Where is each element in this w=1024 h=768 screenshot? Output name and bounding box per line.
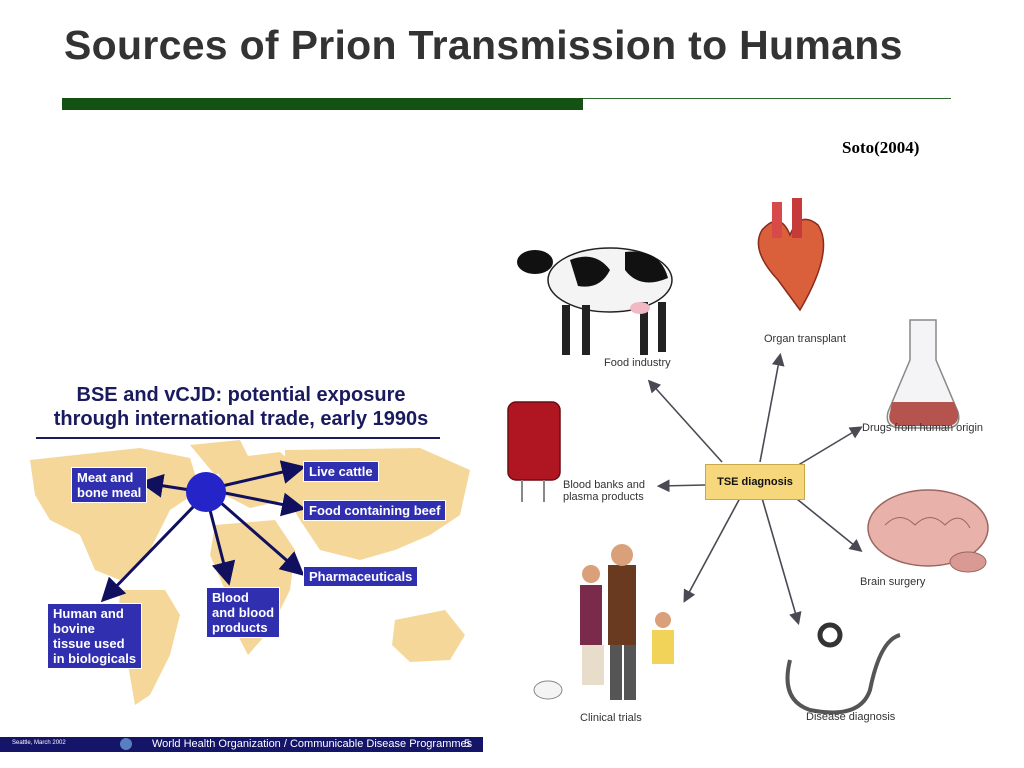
arrow-to-meat <box>139 473 191 498</box>
heart-illustration <box>757 198 825 312</box>
tse-label-food: Food industry <box>604 357 671 369</box>
tse-label-brain: Brain surgery <box>860 576 926 588</box>
title-underline-thick <box>62 98 583 110</box>
label-live-cattle: Live cattle <box>303 461 379 482</box>
title-underline-thin <box>583 98 951 99</box>
arrow-to-blood <box>208 509 236 586</box>
bse-title-line2: through international trade, early 1990s <box>53 408 429 430</box>
tse-label-disease: Disease diagnosis <box>806 711 896 723</box>
blood-bag-illustration <box>507 401 561 502</box>
slide-footer: Seattle, March 2002 World Health Organiz… <box>0 737 483 752</box>
arrow-to-pharma <box>219 500 305 576</box>
tse-label-blood: Blood banks and plasma products <box>563 479 645 503</box>
footer-page-number: 5 <box>464 738 471 750</box>
tse-diagram <box>507 198 989 715</box>
stethoscope-illustration <box>785 622 901 715</box>
arrow-to-cattle <box>221 460 306 488</box>
label-meat-bone-meal: Meat and bone meal <box>71 467 148 503</box>
cow-illustration <box>517 247 673 355</box>
tse-arrow-food <box>647 379 723 463</box>
bse-title-line1: BSE and vCJD: potential exposure <box>76 384 406 406</box>
bse-title-rule <box>36 437 440 439</box>
citation: Soto(2004) <box>842 138 920 157</box>
tse-label-clinical: Clinical trials <box>580 712 642 724</box>
tse-diagnosis-box: TSE diagnosis <box>705 464 805 500</box>
map-australia <box>392 610 465 662</box>
label-human-bovine-tissue: Human and bovine tissue used in biologic… <box>47 603 143 669</box>
footer-organization: World Health Organization / Communicable… <box>152 738 473 750</box>
source-hub <box>186 472 226 512</box>
flask-illustration <box>886 319 960 429</box>
tse-label-drugs: Drugs from human origin <box>862 422 984 434</box>
who-logo-icon <box>120 738 132 750</box>
tse-arrow-brain <box>791 494 863 553</box>
label-pharmaceuticals: Pharmaceuticals <box>303 566 419 587</box>
tse-arrow-disease <box>761 497 802 626</box>
tse-arrow-clinical <box>683 497 741 603</box>
brain-illustration <box>867 489 989 573</box>
tse-label-organ: Organ transplant <box>764 333 846 345</box>
label-food-containing-beef: Food containing beef <box>303 500 447 521</box>
label-blood-products: Blood and blood products <box>206 587 281 638</box>
bse-figure-title: BSE and vCJD: potential exposure through… <box>8 383 474 431</box>
slide-title: Sources of Prion Transmission to Humans <box>64 22 903 68</box>
tse-arrow-blood <box>656 479 706 493</box>
family-illustration <box>533 544 674 700</box>
tse-arrow-drugs <box>789 426 863 471</box>
arrow-to-food <box>224 491 306 517</box>
arrow-to-tissue <box>100 503 197 603</box>
footer-location-date: Seattle, March 2002 <box>12 740 66 746</box>
tse-arrow-organ <box>759 352 785 463</box>
